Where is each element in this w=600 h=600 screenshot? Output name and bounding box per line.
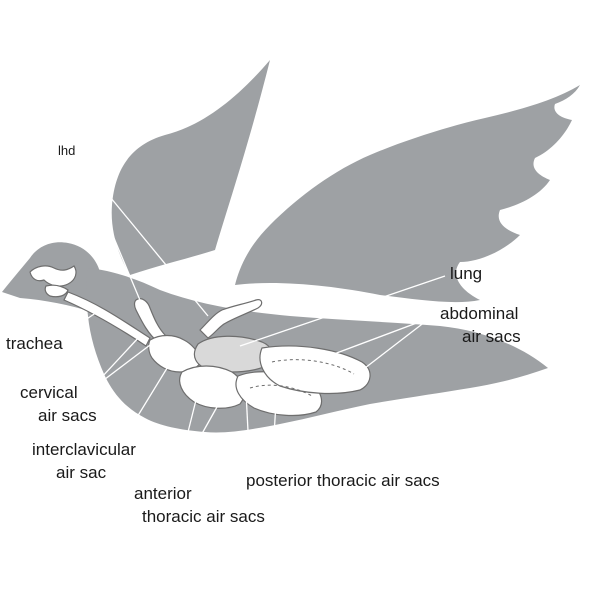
leader-anterior-1 [175,391,199,481]
label-trachea: trachea [6,334,63,353]
leader-trachea [49,309,101,345]
label-abdominal-line1: abdominal [440,304,518,323]
leader-ihd-2 [82,163,209,317]
back-wing-silhouette [111,60,270,275]
leader-abdominal-2 [351,317,431,379]
respiratory-organs [29,265,371,417]
leader-posterior-2 [271,401,277,471]
label-posterior: posterior thoracic air sacs [246,471,440,490]
front-wing-silhouette [235,85,580,303]
posterior-sac-dashed [249,384,313,397]
trachea [63,291,151,347]
leader-cervical-2 [87,341,155,393]
label-ihd: lhd [58,143,75,158]
anterior-thoracic-air-sac [179,365,245,409]
label-anterior-line2: thoracic air sacs [142,507,265,526]
label-interclavicular-line2: air sac [56,463,107,482]
leader-abdominal-1 [317,317,431,361]
leader-lines [49,163,446,481]
nasal-passage-2 [44,284,69,298]
label-cervical-line1: cervical [20,383,78,402]
abdominal-air-sac-dashed [271,359,355,375]
leader-cervical-1 [87,335,141,393]
leader-ihd-1 [82,163,143,306]
label-lung: lung [450,264,482,283]
label-abdominal-line2: air sacs [462,327,521,346]
labels: lhd lung abdominal air sacs trachea cerv… [6,143,521,526]
label-interclavicular-line1: interclavicular [32,440,136,459]
label-anterior-line1: anterior [134,484,192,503]
leader-anterior-2 [175,397,223,481]
cervical-air-sac-upper [199,299,263,339]
leader-lung [239,275,446,347]
feet-silhouette [299,428,386,440]
nasal-passage [29,265,77,287]
label-cervical-line2: air sacs [38,406,97,425]
leader-interclavicular [119,359,173,446]
leader-posterior-1 [245,391,251,471]
abdominal-air-sac [259,345,371,395]
